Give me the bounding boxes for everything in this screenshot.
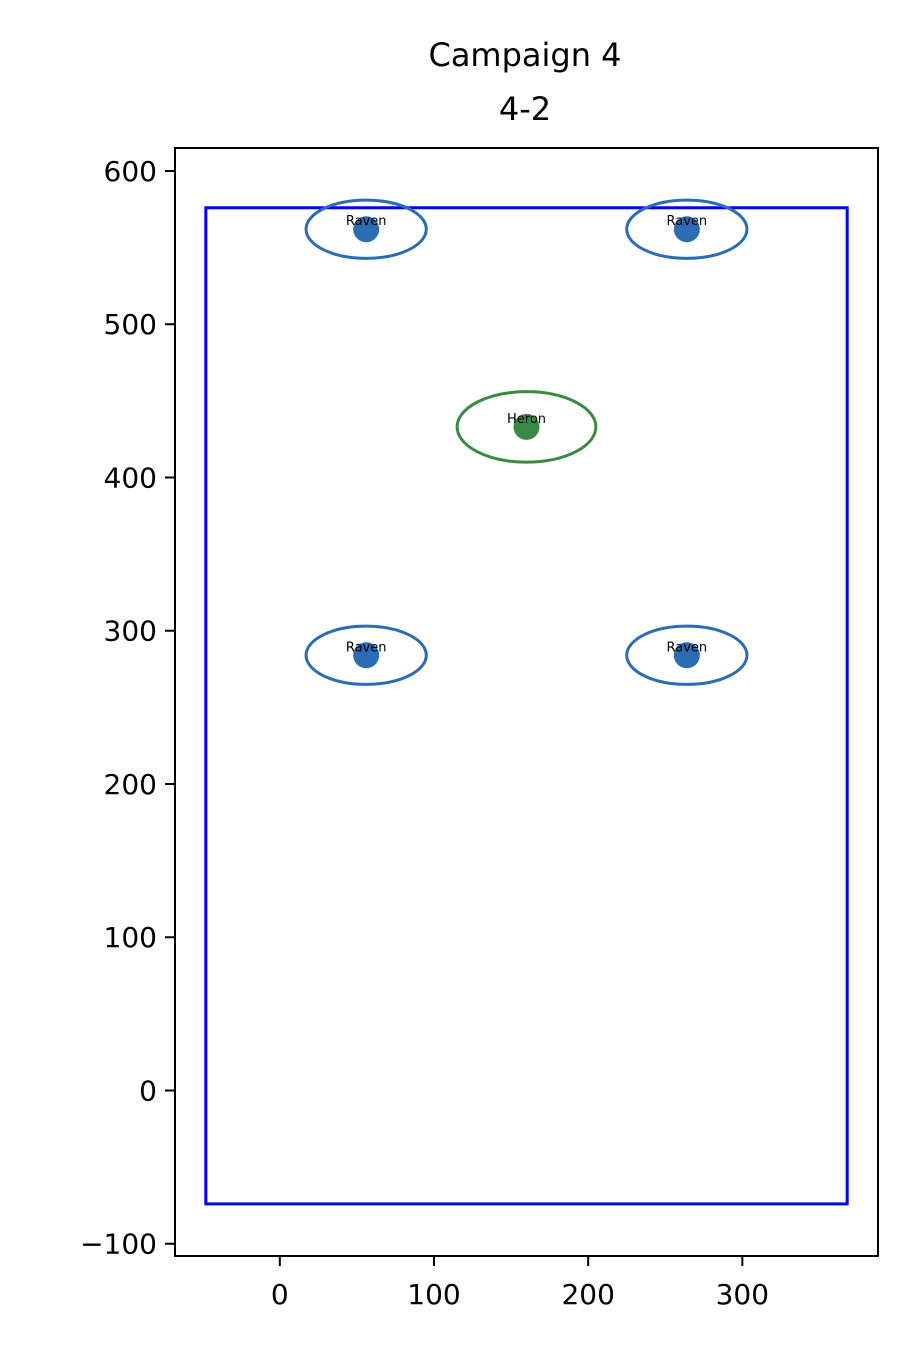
- point-range-ellipse: [455, 390, 598, 464]
- point-range-ellipse: [304, 624, 428, 686]
- data-point: [513, 413, 540, 440]
- chart-title: Campaign 4: [428, 36, 621, 74]
- y-tick-label: 100: [104, 921, 157, 954]
- data-point: [353, 216, 380, 243]
- point-label: Raven: [346, 214, 387, 229]
- axes-frame: [174, 147, 879, 1257]
- y-tick-label: 200: [104, 768, 157, 801]
- data-point: [353, 642, 380, 669]
- y-tick-label: 0: [139, 1074, 157, 1107]
- point-label: Heron: [507, 412, 546, 427]
- x-tick-label: 200: [561, 1278, 614, 1311]
- point-label: Raven: [667, 214, 708, 229]
- x-tick-label: 0: [271, 1278, 289, 1311]
- x-tick-label: 100: [407, 1278, 460, 1311]
- y-tick-label: 500: [104, 308, 157, 341]
- chart-subtitle: 4-2: [499, 90, 551, 128]
- data-point: [673, 642, 700, 669]
- y-tick-label: 600: [104, 155, 157, 188]
- y-tick-label: −100: [80, 1228, 157, 1261]
- point-range-ellipse: [625, 624, 749, 686]
- point-label: Raven: [346, 640, 387, 655]
- boundary-rect: [204, 206, 849, 1206]
- point-label: Raven: [667, 640, 708, 655]
- x-tick-label: 300: [716, 1278, 769, 1311]
- y-tick-label: 300: [104, 615, 157, 648]
- point-range-ellipse: [625, 198, 749, 260]
- y-tick-label: 400: [104, 461, 157, 494]
- point-range-ellipse: [304, 198, 428, 260]
- data-point: [673, 216, 700, 243]
